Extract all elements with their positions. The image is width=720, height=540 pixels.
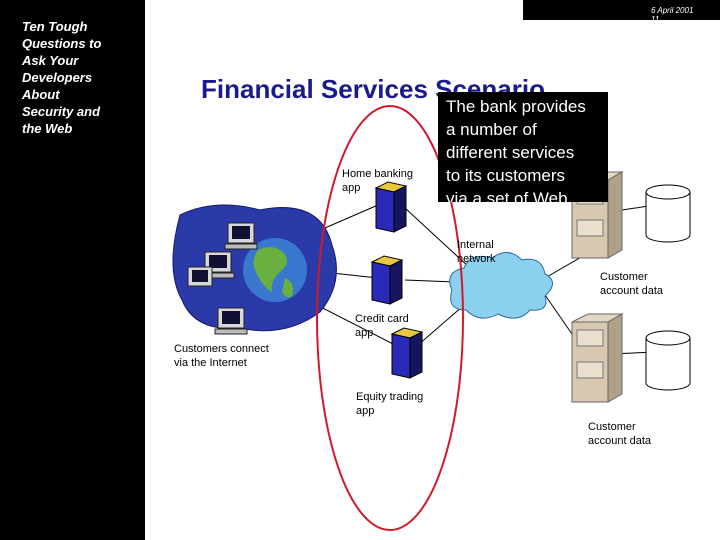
home-banking-label: Home banking app [342,168,413,194]
header-bar [523,0,720,20]
database-icon [645,330,691,391]
customer-account-data-label: Customer account data [600,271,663,297]
server-cabinet-icon [571,313,624,403]
computer-icon [187,266,213,287]
apps-highlight-ellipse [316,105,464,531]
header-date: 6 April 2001 11 [651,6,694,24]
server-icon [374,181,408,233]
internal-network-label: Internal network [457,239,496,265]
customers-connect-label: Customers connect via the Internet [174,343,269,369]
database-icon [645,184,691,243]
server-icon [370,255,404,305]
callout-box: The bank provides a number of different … [438,92,608,202]
sidebar-title: Ten Tough Questions to Ask Your Develope… [22,19,102,136]
credit-card-label: Credit card app [355,313,409,339]
server-icon [390,327,424,379]
computer-icon [214,307,248,335]
equity-trading-label: Equity trading app [356,391,424,417]
internal-network-cloud [449,252,553,319]
computer-icon [224,222,258,250]
customer-account-data-label: Customer account data [588,421,651,447]
internet-globe-icon [172,204,337,332]
